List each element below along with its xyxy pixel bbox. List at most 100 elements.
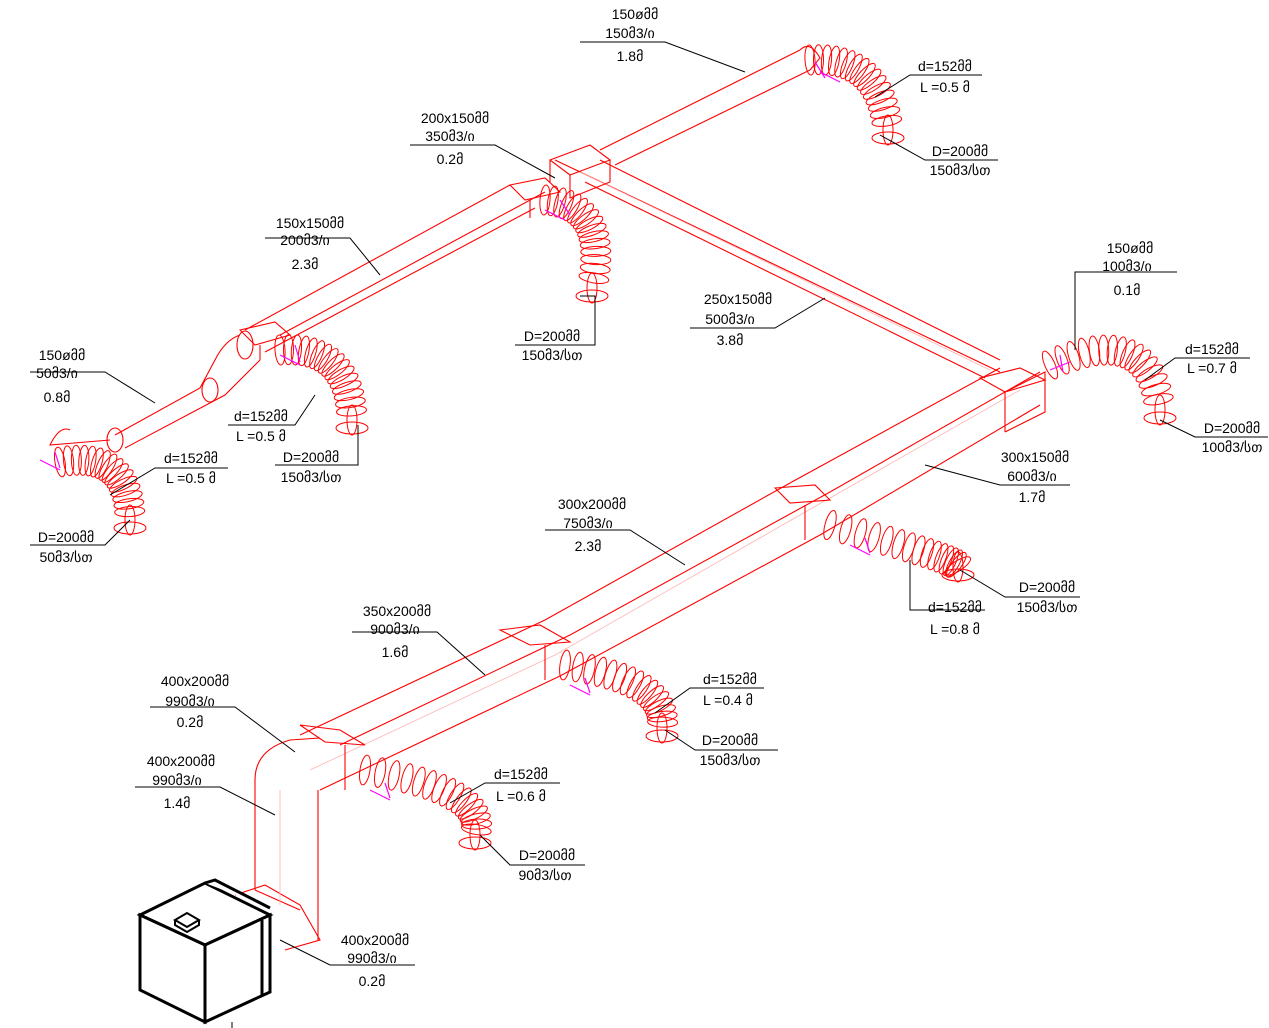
label-top-branch-length: 1.8მ bbox=[617, 48, 644, 64]
label-350x200-flow: 900მ3/ი bbox=[370, 621, 420, 637]
label-300x150-length: 1.7მ bbox=[1019, 489, 1046, 505]
leader-lines bbox=[30, 41, 1268, 966]
label-300x200-length: 2.3მ bbox=[575, 538, 602, 554]
duct-150x150 bbox=[238, 177, 562, 360]
label-b1-diff-flow: 90მ3/სთ bbox=[518, 867, 571, 883]
dampers bbox=[39, 61, 1071, 801]
label-top-diff-flow: 150მ3/სთ bbox=[930, 162, 991, 178]
label-b3-diff-d: D=200მმ bbox=[1019, 579, 1075, 595]
label-150x150-flow: 200მ3/ი bbox=[280, 232, 330, 248]
label-outlet-size: 400x200მმ bbox=[341, 932, 409, 948]
duct-250x150 bbox=[554, 159, 1001, 379]
label-300x200-flow: 750მ3/ი bbox=[563, 515, 613, 531]
flex-hoses bbox=[53, 44, 1177, 851]
label-b1-hose-d: d=152მმ bbox=[494, 766, 548, 782]
label-left-branch-flow: 50მ3/ი bbox=[36, 365, 78, 381]
damper-b3 bbox=[849, 537, 871, 556]
label-b1-diff-d: D=200მმ bbox=[519, 847, 575, 863]
flex-hose-left2 bbox=[274, 334, 369, 436]
air-handling-unit bbox=[136, 878, 274, 1028]
label-250x150-flow: 500მ3/ი bbox=[705, 311, 755, 327]
label-250x150-length: 3.8მ bbox=[717, 332, 744, 348]
ductwork bbox=[49, 45, 1047, 951]
duct-top-branch bbox=[599, 45, 821, 166]
label-outlet-flow: 990მ3/ი bbox=[347, 950, 397, 966]
label-300x200-size: 300x200მმ bbox=[558, 496, 626, 512]
label-left2-diff-flow: 150მ3/სთ bbox=[281, 469, 342, 485]
label-300x150-flow: 600მ3/ი bbox=[1007, 468, 1057, 484]
flex-hose-left1-diffuser bbox=[113, 521, 147, 535]
label-top-hose-d: d=152მმ bbox=[918, 58, 972, 74]
label-150x150-length: 2.3მ bbox=[292, 256, 319, 272]
label-150x150-size: 150x150მმ bbox=[276, 215, 344, 231]
label-left2-diff-d: D=200მმ bbox=[283, 449, 339, 465]
label-tee-size: 200x150მმ bbox=[421, 110, 489, 126]
flex-hose-right bbox=[1041, 334, 1177, 426]
label-left2-hose-l: L =0.5 მ bbox=[236, 428, 286, 444]
label-right-hose-l: L =0.7 მ bbox=[1187, 360, 1237, 376]
tee-200x150 bbox=[548, 144, 612, 199]
label-left1-diff-flow: 50მ3/სთ bbox=[39, 549, 92, 565]
label-b1-hose-l: L =0.6 მ bbox=[496, 788, 546, 804]
main-trunk-duct bbox=[299, 367, 1047, 791]
label-mid-diff-flow: 150მ3/სთ bbox=[522, 347, 583, 363]
label-300x150-size: 300x150მმ bbox=[1001, 449, 1069, 465]
damper-left2 bbox=[279, 344, 301, 366]
flex-hose-b2-diffuser bbox=[645, 729, 679, 743]
flex-hose-b3 bbox=[823, 509, 975, 583]
label-riser-size: 400x200მმ bbox=[147, 753, 215, 769]
flex-hose-b3-diffuser bbox=[941, 568, 975, 582]
flex-hose-tee bbox=[539, 184, 612, 304]
damper-tee bbox=[544, 199, 571, 221]
label-left1-hose-l: L =0.5 მ bbox=[166, 470, 216, 486]
label-350x200-length: 1.6მ bbox=[382, 644, 409, 660]
label-left2-hose-d: d=152მმ bbox=[234, 408, 288, 424]
flex-hose-b2 bbox=[559, 649, 679, 744]
label-left1-hose-d: d=152მმ bbox=[164, 450, 218, 466]
label-b3-hose-d: d=152მმ bbox=[928, 599, 982, 615]
damper-right bbox=[1049, 354, 1071, 373]
damper-top bbox=[814, 61, 841, 83]
label-left1-diff-d: D=200მმ bbox=[38, 529, 94, 545]
label-outlet-length: 0.2მ bbox=[359, 973, 386, 989]
annotations: 150øმმ 150მ3/ი 1.8მ d=152მმ L =0.5 მ D=2… bbox=[36, 6, 1262, 989]
flex-hose-top-diffuser bbox=[871, 131, 905, 145]
label-right-branch-size: 150øმმ bbox=[1107, 240, 1154, 256]
damper-left1 bbox=[39, 451, 61, 471]
label-right-diff-flow: 100მ3/სთ bbox=[1202, 439, 1263, 455]
label-right-branch-flow: 100მ3/ი bbox=[1102, 258, 1152, 274]
label-b3-hose-l: L =0.8 მ bbox=[930, 621, 980, 637]
label-b2-diff-d: D=200მმ bbox=[702, 732, 758, 748]
label-elbow-length: 0.2მ bbox=[177, 714, 204, 730]
label-elbow-flow: 990მ3/ი bbox=[165, 693, 215, 709]
riser-duct bbox=[234, 737, 321, 951]
label-mid-diff-d: D=200მმ bbox=[524, 328, 580, 344]
label-b2-hose-d: d=152მმ bbox=[703, 671, 757, 687]
label-elbow-size: 400x200მმ bbox=[161, 673, 229, 689]
label-top-diff-d: D=200მმ bbox=[932, 143, 988, 159]
label-top-hose-l: L =0.5 მ bbox=[920, 79, 970, 95]
label-b2-diff-flow: 150მ3/სთ bbox=[700, 752, 761, 768]
duct-left-branch bbox=[49, 330, 261, 453]
flex-hose-right-diffuser bbox=[1143, 411, 1177, 425]
label-riser-flow: 990მ3/ი bbox=[152, 772, 202, 788]
flex-hose-b1-diffuser bbox=[458, 836, 492, 850]
damper-b2 bbox=[569, 677, 591, 696]
label-350x200-size: 350x200მმ bbox=[363, 603, 431, 619]
label-top-branch-flow: 150მ3/ი bbox=[605, 25, 655, 41]
flex-hose-left1 bbox=[53, 444, 147, 536]
label-right-hose-d: d=152მმ bbox=[1185, 341, 1239, 357]
flex-hose-tee-diffuser bbox=[575, 289, 609, 303]
label-right-diff-d: D=200მმ bbox=[1204, 420, 1260, 436]
flex-hose-left2-diffuser bbox=[335, 421, 369, 435]
label-left-branch-size: 150øმმ bbox=[39, 347, 86, 363]
label-right-branch-length: 0.1მ bbox=[1114, 282, 1141, 298]
flex-hose-top bbox=[804, 44, 905, 146]
label-b3-diff-flow: 150მ3/სთ bbox=[1017, 599, 1078, 615]
damper-b1 bbox=[369, 782, 391, 801]
flex-hose-b1 bbox=[359, 754, 493, 851]
label-tee-flow: 350მ3/ი bbox=[425, 128, 475, 144]
label-b2-hose-l: L =0.4 მ bbox=[703, 692, 753, 708]
label-riser-length: 1.4მ bbox=[164, 795, 191, 811]
